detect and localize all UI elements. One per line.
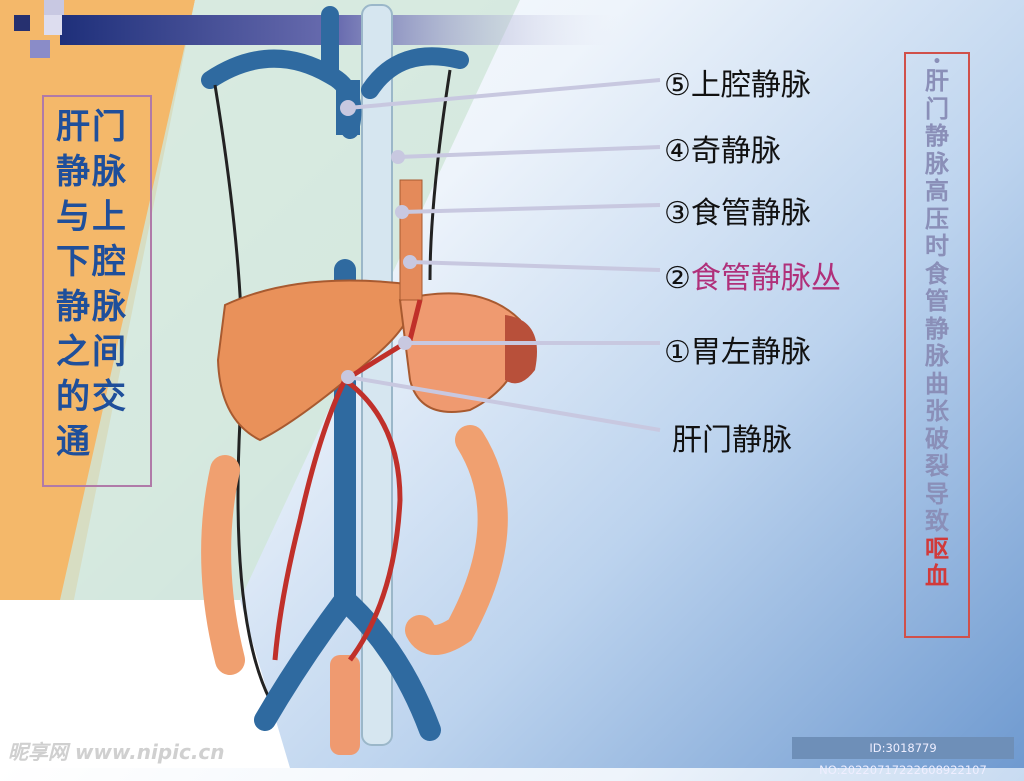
side-char: 曲: [925, 369, 949, 398]
label-left-gastric-vein: ①胃左静脉: [664, 327, 811, 371]
bullet: •: [932, 54, 942, 70]
side-char: 压: [925, 204, 949, 233]
watermark: 昵享网 www.nipic.cn: [8, 740, 225, 764]
side-char: 静: [925, 314, 949, 343]
esophagus: [399, 179, 423, 301]
side-char-highlight: 血: [925, 562, 949, 590]
title-line: 之间: [56, 332, 128, 372]
title-line: 与上: [56, 197, 128, 237]
spleen: [505, 315, 537, 384]
deco-square: [44, 0, 64, 15]
rectum: [330, 655, 360, 755]
side-char: 门: [925, 94, 949, 123]
anatomy-illustration: [201, 4, 661, 755]
side-char: 静: [925, 122, 949, 150]
liver: [216, 279, 417, 442]
label-text: 奇静脉: [690, 134, 781, 169]
side-char: 肝: [925, 67, 949, 95]
label-superior-vena-cava: ⑤上腔静脉: [664, 60, 811, 104]
label-text: 食管静脉: [690, 196, 811, 231]
side-char: 食: [925, 259, 949, 288]
id-tag: ID:3018779 NO:20220717222608922107: [792, 737, 1014, 777]
side-char: 时: [925, 232, 949, 260]
title-line: 的交: [56, 377, 128, 417]
label-number: ④: [664, 134, 691, 169]
label-text: 胃左静脉: [690, 335, 811, 370]
label-text: 肝门静脉: [672, 423, 792, 458]
side-char-highlight: 呕: [925, 534, 949, 563]
side-char: 致: [925, 507, 949, 535]
inferior-vena-cava: [254, 259, 441, 741]
label-number: ②: [664, 261, 691, 296]
title-line: 下腔: [56, 242, 128, 282]
label-number: ③: [664, 196, 691, 231]
side-char: 张: [925, 397, 949, 425]
side-note-box: • 肝 门 静 脉 高 压 时 食 管 静 脉 曲 张 破 裂 导 致 呕 血: [904, 52, 970, 638]
colon: [201, 425, 508, 675]
label-text: 食管静脉丛: [690, 261, 841, 296]
label-esophageal-vein: ③食管静脉: [664, 188, 811, 232]
label-text: 上腔静脉: [690, 68, 811, 103]
side-char: 脉: [925, 342, 949, 370]
side-char: 脉: [925, 149, 949, 178]
title-line: 静脉: [56, 287, 128, 327]
title-band: [60, 15, 620, 45]
orange-wedge: [0, 0, 195, 768]
title-line: 静脉: [56, 152, 128, 192]
title-line: 肝门: [56, 107, 128, 147]
label-number: ①: [664, 335, 691, 370]
deco-square: [30, 40, 50, 58]
side-char: 管: [925, 287, 949, 315]
title-box: 肝门 静脉 与上 下腔 静脉 之间 的交 通: [42, 95, 152, 487]
side-char: 高: [925, 177, 949, 205]
side-char: 裂: [925, 452, 949, 480]
label-hepatic-portal-vein: 肝门静脉: [672, 415, 792, 459]
label-number: ⑤: [664, 68, 691, 103]
side-char: 导: [925, 479, 949, 508]
label-esophageal-plexus: ②食管静脉丛: [664, 253, 841, 297]
deco-square: [44, 15, 62, 35]
title-line: 通: [56, 422, 92, 462]
spine: [361, 4, 393, 746]
deco-square: [14, 15, 30, 31]
side-char: 破: [925, 424, 949, 453]
label-azygos-vein: ④奇静脉: [664, 126, 781, 170]
